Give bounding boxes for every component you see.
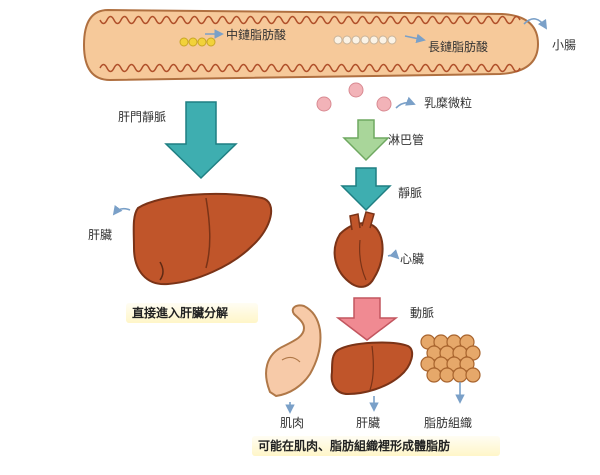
label-liver: 肝臟	[88, 228, 113, 242]
fat-cell	[426, 367, 442, 383]
portal-vein-arrow	[164, 101, 238, 180]
lct-molecule	[351, 35, 361, 45]
lct-arrow	[404, 33, 426, 44]
label-chylomicron: 乳糜微粒	[424, 96, 473, 110]
lct-molecule	[333, 35, 343, 45]
label-liver-middle: 肝臟	[356, 416, 381, 430]
lct-molecule	[378, 35, 388, 45]
label-vein: 靜脈	[398, 186, 423, 200]
label-lymph: 淋巴管	[388, 133, 425, 147]
muscle-arm	[265, 304, 322, 398]
fat-cell	[452, 367, 468, 383]
fat-cell	[465, 367, 481, 383]
chylomicrons	[316, 82, 392, 112]
small-intestine	[82, 8, 548, 82]
heart-pointer	[387, 249, 400, 260]
liver-left	[132, 192, 272, 286]
label-hepatic-portal-vein: 肝門靜脈	[118, 110, 167, 124]
mct-molecules	[179, 37, 216, 47]
label-adipose: 脂肪組織	[424, 416, 473, 430]
lct-molecule	[360, 35, 370, 45]
caption-direct: 直接進入肝臟分解	[132, 306, 229, 320]
artery-arrow	[335, 297, 399, 341]
label-heart: 心臟	[400, 252, 425, 266]
label-lct: 長鏈脂肪酸	[428, 40, 489, 54]
heart	[333, 211, 384, 288]
caption-tissues-highlight	[252, 436, 500, 456]
caption-tissues: 可能在肌肉、脂肪組織裡形成體脂肪	[258, 439, 451, 453]
label-small-intestine: 小腸	[552, 38, 577, 52]
mct-molecule	[197, 37, 207, 47]
label-muscle: 肌肉	[280, 416, 305, 430]
lct-molecule	[342, 35, 352, 45]
vein-arrow	[340, 167, 392, 212]
liver-left-pointer	[112, 204, 131, 216]
small-intestine-pointer	[523, 18, 548, 30]
villi-bottom	[99, 63, 521, 73]
caption-direct-highlight	[126, 303, 258, 323]
mct-molecule	[188, 37, 198, 47]
lct-molecule	[387, 35, 397, 45]
adipose-tissue	[420, 334, 481, 383]
lct-molecule	[369, 35, 379, 45]
fat-cell	[439, 367, 455, 383]
chylomicron-pointer	[395, 96, 416, 109]
mct-molecule	[179, 37, 189, 47]
label-mct: 中鏈脂肪酸	[226, 28, 287, 42]
lymph-arrow	[342, 119, 390, 162]
lct-molecules	[333, 35, 397, 45]
label-artery: 動脈	[410, 306, 435, 320]
mct-molecule	[206, 37, 216, 47]
intestine-body	[82, 8, 540, 82]
villi-top	[99, 15, 521, 25]
liver-middle	[330, 341, 414, 396]
